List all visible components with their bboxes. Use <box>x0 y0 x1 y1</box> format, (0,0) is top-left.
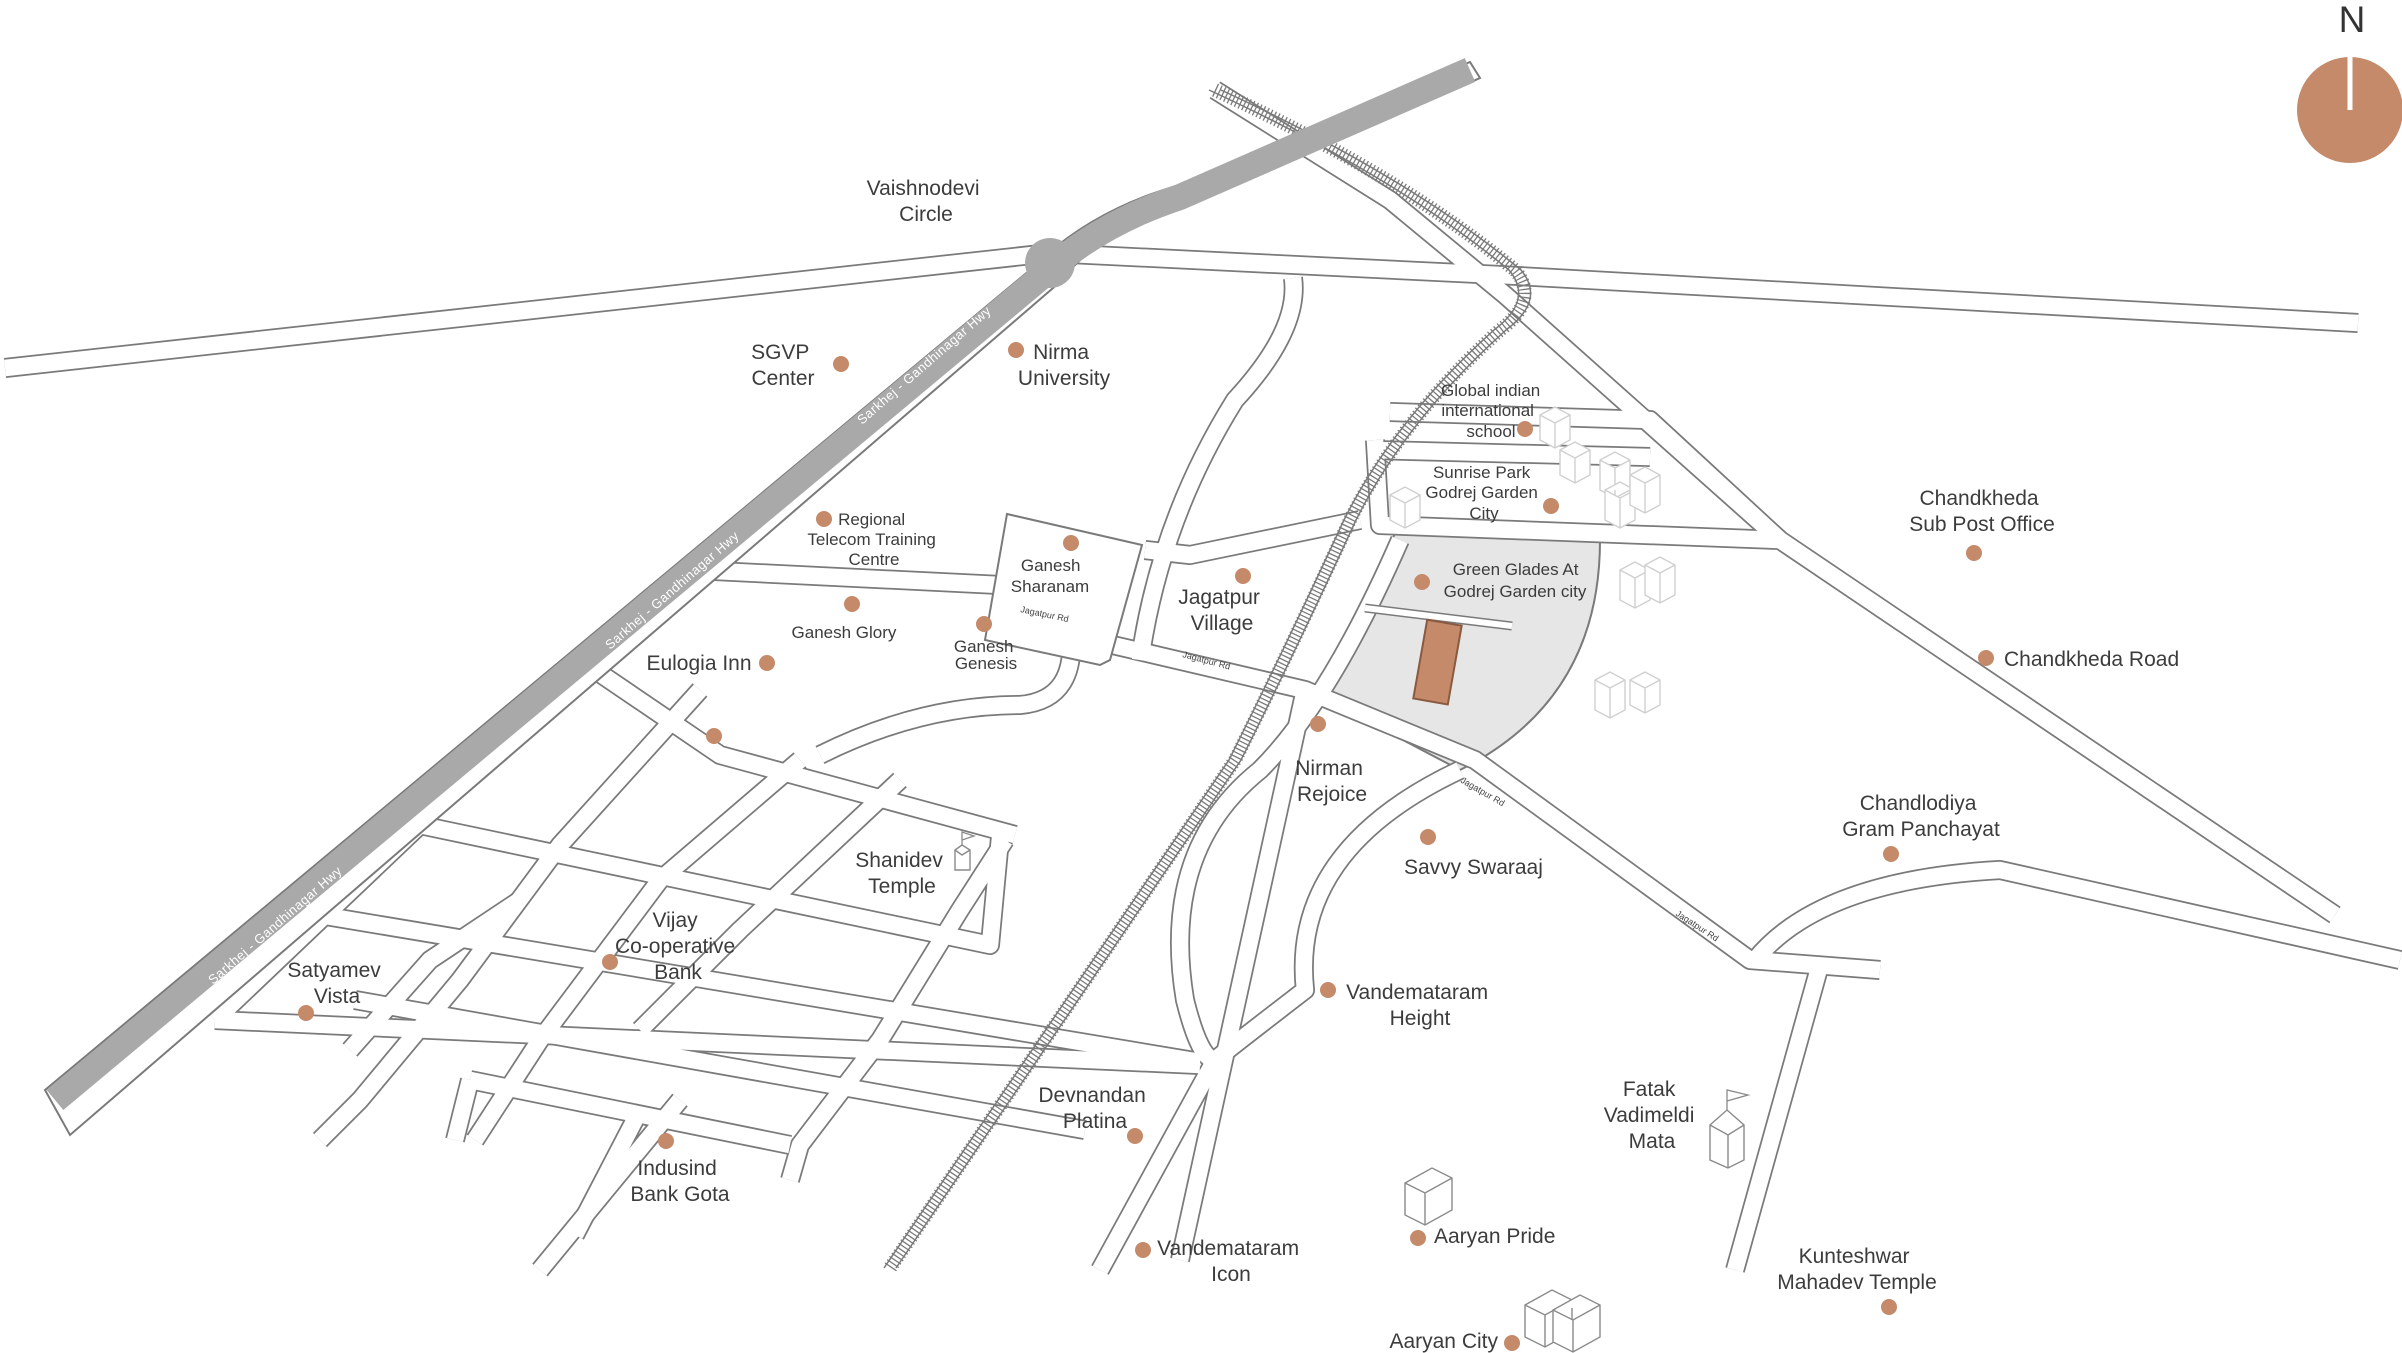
north-compass: N <box>2297 0 2402 163</box>
label-aaryan-city: Aaryan City <box>1389 1330 1498 1353</box>
marker <box>298 1005 314 1021</box>
label-aaryan-pride: Aaryan Pride <box>1434 1225 1555 1248</box>
label-indusind-bank-gota: Indusind Bank Gota <box>630 1157 730 1206</box>
project-site <box>1412 618 1463 706</box>
marker <box>1414 574 1430 590</box>
building-icons <box>954 406 1751 1353</box>
marker <box>658 1133 674 1149</box>
highway-label: Sarkhej - Gandhinagar Hwy <box>854 303 994 427</box>
label-devnandan-platina: Devnandan Platina <box>1038 1084 1151 1133</box>
marker <box>1543 498 1559 514</box>
fatak-temple-icon <box>1709 1089 1751 1169</box>
label-chandkheda-post-office: Chandkheda Sub Post Office <box>1909 487 2055 536</box>
marker <box>1320 982 1336 998</box>
label-sgvp-center: SGVP Center <box>751 341 815 390</box>
label-fatak-vadimeldi-mata: Fatak Vadimeldi Mata <box>1604 1078 1701 1153</box>
compass-letter: N <box>2339 0 2366 40</box>
marker <box>1881 1299 1897 1315</box>
marker <box>816 511 832 527</box>
label-savvy-swaraaj: Savvy Swaraaj <box>1404 856 1543 879</box>
marker <box>1008 342 1024 358</box>
label-satyamev-vista: Satyamev Vista <box>287 959 386 1008</box>
label-kunteshwar-mahadev-temple: Kunteshwar Mahadev Temple <box>1777 1245 1937 1294</box>
label-regional-telecom: Regional Telecom Training Centre <box>807 510 940 569</box>
marker <box>1420 829 1436 845</box>
label-vandemataram-icon: Vandemataram Icon <box>1157 1237 1305 1286</box>
railway-line <box>883 83 1532 1272</box>
marker <box>759 655 775 671</box>
label-shanidev-temple: Shanidev Temple <box>855 849 948 898</box>
marker <box>1966 545 1982 561</box>
label-ganesh-sharanam: Ganesh Sharanam <box>1011 556 1089 596</box>
marker <box>1504 1335 1520 1351</box>
building-icon <box>1539 406 1571 449</box>
marker <box>706 728 722 744</box>
marker <box>1310 716 1326 732</box>
marker <box>1063 535 1079 551</box>
marker <box>1135 1242 1151 1258</box>
marker <box>833 356 849 372</box>
label-ganesh-glory: Ganesh Glory <box>792 623 897 642</box>
building-icon <box>1594 671 1626 719</box>
sarkhej-gandhinagar-highway <box>43 58 1482 1137</box>
landmark-labels: Vaishnodevi Circle SGVP Center Nirma Uni… <box>287 177 2179 1353</box>
highway-label: Sarkhej - Gandhinagar Hwy <box>602 528 742 652</box>
marker <box>844 596 860 612</box>
marker <box>1410 1230 1426 1246</box>
label-chandkheda-road: Chandkheda Road <box>2004 648 2179 671</box>
label-ganesh-genesis: Ganesh Genesis <box>954 637 1018 673</box>
marker <box>1235 568 1251 584</box>
shanidev-temple-icon <box>954 831 977 871</box>
building-icon <box>1604 481 1636 529</box>
label-eulogia-inn: Eulogia Inn <box>646 652 751 675</box>
label-chandlodiya-gram-panchayat: Chandlodiya Gram Panchayat <box>1842 792 2000 841</box>
building-icon <box>1389 486 1421 529</box>
building-icon <box>1629 466 1661 514</box>
label-sunrise-park: Sunrise Park Godrej Garden City <box>1425 463 1542 523</box>
building-icon <box>1644 556 1676 604</box>
label-vijay-cooperative-bank: Vijay Co-operative Bank <box>615 909 741 984</box>
building-icon <box>1559 441 1591 484</box>
marker <box>602 954 618 970</box>
label-vaishnodevi-circle: Vaishnodevi Circle <box>867 177 986 226</box>
label-nirman-rejoice: Nirman Rejoice <box>1295 757 1369 806</box>
label-nirma-university: Nirma University <box>1018 341 1111 390</box>
building-icon <box>1552 1294 1601 1353</box>
marker <box>1883 846 1899 862</box>
label-global-indian-school: Global indian international school <box>1441 381 1545 441</box>
label-project-name: Green Glades At Godrej Garden city <box>1444 560 1587 601</box>
marker <box>1517 421 1533 437</box>
vaishnodevi-roundabout <box>1025 238 1075 288</box>
marker <box>1127 1128 1143 1144</box>
label-jagatpur-village: Jagatpur Village <box>1178 586 1266 635</box>
landmark-markers <box>298 342 1994 1351</box>
road-network <box>3 81 2402 1277</box>
marker <box>976 616 992 632</box>
marker <box>1978 650 1994 666</box>
label-vandemataram-height: Vandemataram Height <box>1346 981 1494 1030</box>
building-icon <box>1404 1167 1453 1226</box>
building-icon <box>1629 671 1661 714</box>
